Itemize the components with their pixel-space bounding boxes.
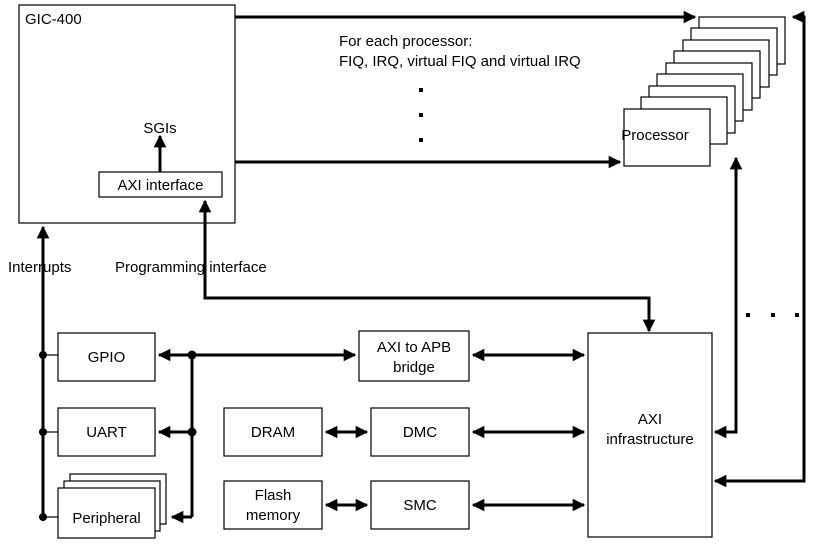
programming-interface-label: Programming interface <box>115 259 267 276</box>
gpio-label: GPIO <box>88 349 126 366</box>
interrupts-label: Interrupts <box>8 259 71 276</box>
processor-axi-link-outer <box>713 10 806 488</box>
processor-axi-link-inner <box>713 156 743 439</box>
axi-infrastructure-label-line1: AXI <box>638 411 662 428</box>
axi-to-apb-bridge-label-line1: AXI to APB <box>377 339 451 356</box>
dmc-box <box>370 407 470 457</box>
smc-box <box>370 480 470 530</box>
programming-interface-link <box>198 199 656 333</box>
axi-interface-box <box>98 171 223 198</box>
dmc-label: DMC <box>403 424 437 441</box>
bus-junctions <box>187 350 197 437</box>
uart-label: UART <box>86 424 127 441</box>
flash-memory-label-line2: memory <box>246 507 301 524</box>
dram-box <box>223 407 323 457</box>
per-processor-note-line1: For each processor: <box>339 33 472 50</box>
dram-label: DRAM <box>251 424 295 441</box>
smc-label: SMC <box>403 497 437 514</box>
flash-memory-label-line1: Flash <box>255 487 292 504</box>
gic-400-title: GIC-400 <box>25 11 82 28</box>
continuation-dots-vertical <box>419 88 423 142</box>
flash-memory-box <box>223 480 323 530</box>
gpio-box <box>57 332 156 382</box>
sgis-label: SGIs <box>143 120 176 137</box>
interrupt-taps <box>39 351 58 521</box>
peripheral-label: Peripheral <box>72 510 140 527</box>
axi-to-apb-bridge-label-line2: bridge <box>393 359 435 376</box>
peripheral-stack <box>57 473 167 539</box>
uart-box <box>57 407 156 457</box>
processor-label: Processor <box>621 127 689 144</box>
axi-interface-label: AXI interface <box>118 177 204 194</box>
axi-to-apb-bridge-box <box>358 330 470 382</box>
per-processor-note-line2: FIQ, IRQ, virtual FIQ and virtual IRQ <box>339 53 581 70</box>
continuation-dots-horizontal <box>746 313 799 317</box>
axi-infrastructure-label-line2: infrastructure <box>606 431 694 448</box>
axi-infrastructure-box <box>587 332 713 538</box>
